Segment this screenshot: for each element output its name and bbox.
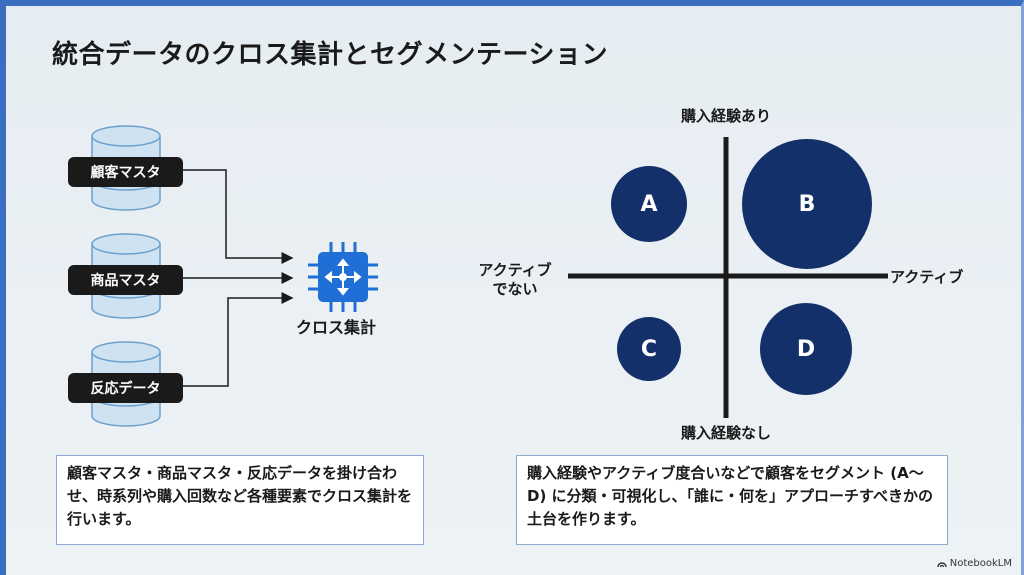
note-right: 購入経験やアクティブ度合いなどで顧客をセグメント (A〜D) に分類・可視化し、…: [516, 455, 948, 545]
segment-b: B: [742, 139, 872, 269]
axis-label-right: アクティブ: [890, 268, 964, 286]
segment-d: D: [760, 303, 852, 395]
brand: NotebookLM: [937, 558, 1012, 569]
cross-tab-chip-icon: [308, 242, 378, 312]
note-left: 顧客マスタ・商品マスタ・反応データを掛け合わせ、時系列や購入回数など各種要素でク…: [56, 455, 424, 545]
source-label-product: 商品マスタ: [68, 265, 183, 295]
source-label-customer: 顧客マスタ: [68, 157, 183, 187]
hub-label: クロス集計: [296, 318, 377, 337]
page-title: 統合データのクロス集計とセグメンテーション: [52, 40, 608, 70]
source-label-response: 反応データ: [68, 373, 183, 403]
axis-label-top: 購入経験あり: [680, 107, 771, 125]
segment-a: A: [611, 166, 687, 242]
segment-c: C: [617, 317, 681, 381]
axis-label-bottom: 購入経験なし: [680, 424, 771, 442]
notebooklm-logo-icon: [937, 561, 947, 567]
axis-label-left: アクティブ でない: [478, 261, 552, 298]
